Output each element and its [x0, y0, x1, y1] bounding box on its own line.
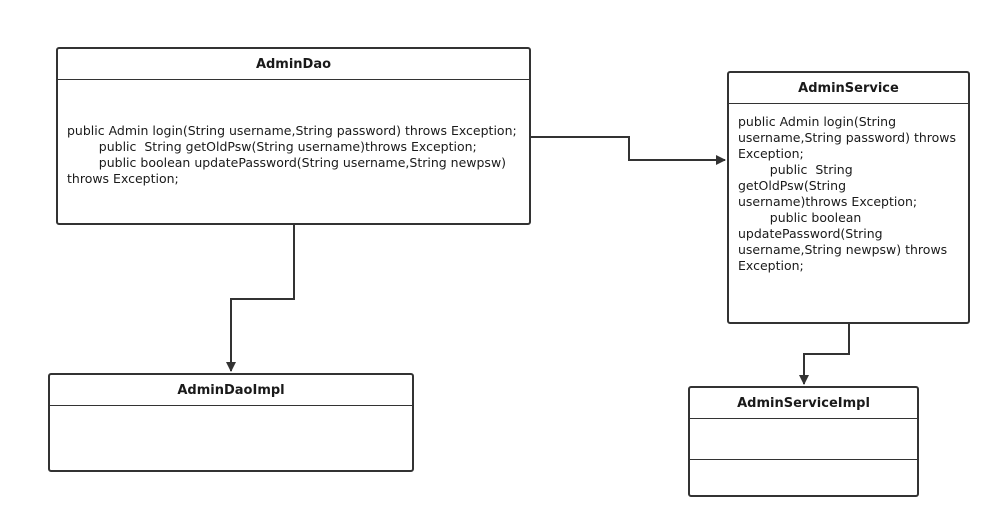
class-operations-adminserviceimpl: [690, 459, 917, 495]
class-attributes-adminserviceimpl: [690, 419, 917, 459]
class-operations-adminservice: public Admin login(String username,Strin…: [738, 114, 957, 273]
class-name-admindao: AdminDao: [58, 49, 529, 80]
class-box-adminservice[interactable]: AdminService public Admin login(String u…: [727, 71, 970, 324]
connector-admindao-to-admindaoimpl[interactable]: [226, 225, 295, 372]
class-box-adminserviceimpl[interactable]: AdminServiceImpl: [688, 386, 919, 497]
class-name-adminserviceimpl: AdminServiceImpl: [690, 388, 917, 419]
class-name-admindaoimpl: AdminDaoImpl: [50, 375, 412, 406]
class-operations-admindaoimpl: [50, 406, 412, 470]
connector-admindao-to-adminservice[interactable]: [531, 136, 726, 165]
class-box-admindaoimpl[interactable]: AdminDaoImpl: [48, 373, 414, 472]
class-operations-admindao: public Admin login(String username,Strin…: [67, 123, 517, 186]
connector-adminservice-to-adminserviceimpl[interactable]: [799, 324, 850, 385]
class-name-adminservice: AdminService: [729, 73, 968, 104]
class-box-admindao[interactable]: AdminDao public Admin login(String usern…: [56, 47, 531, 225]
